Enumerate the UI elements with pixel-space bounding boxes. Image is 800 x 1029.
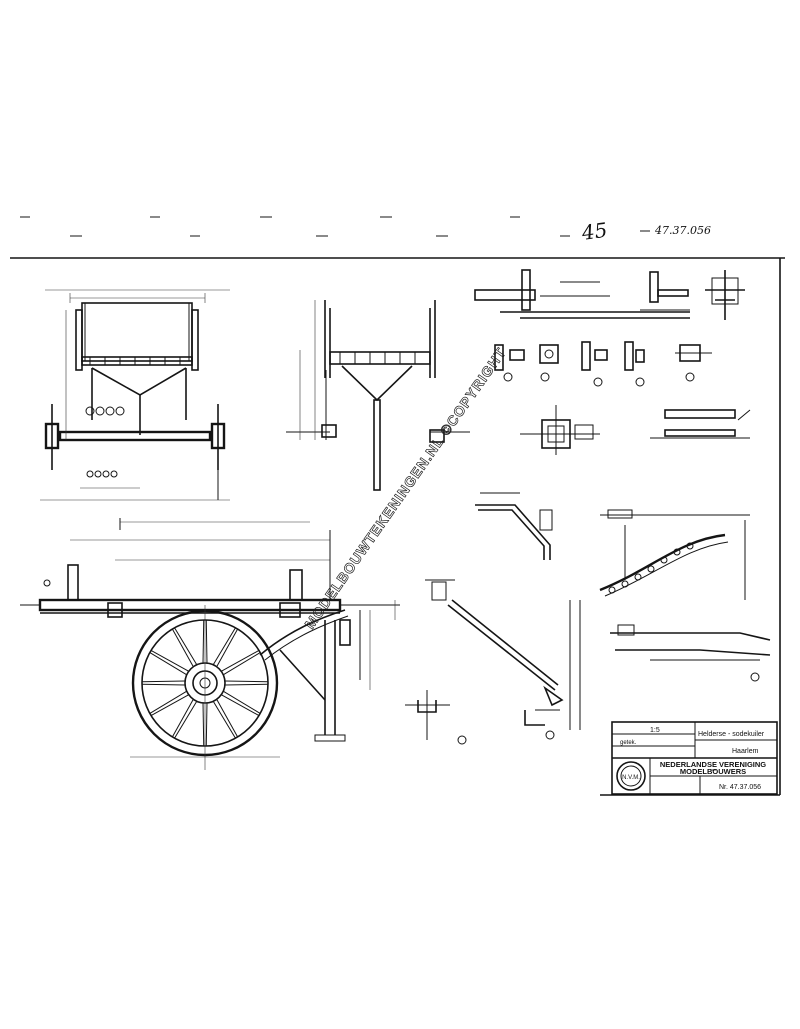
wheel-spoke (220, 649, 260, 672)
wheel (131, 609, 279, 757)
drawing-frame (10, 257, 785, 796)
wheel-spoke (224, 680, 268, 683)
wheel-spoke (171, 628, 194, 668)
front-view (40, 289, 230, 501)
subject-text: Helderse - sodekuiler (698, 731, 765, 738)
wheel-spoke (174, 700, 198, 739)
cross-section-view (286, 300, 470, 491)
wheel-spoke (202, 702, 205, 746)
wheel-spoke (149, 652, 188, 676)
wheel-spoke (142, 680, 186, 683)
scale-label: 1:5 (650, 727, 660, 734)
place-text: Haarlem (732, 748, 759, 755)
wheel-spoke (212, 700, 236, 739)
wheel-spoke (212, 627, 236, 666)
organization-connector: van (710, 767, 716, 772)
wheel-spoke (171, 698, 194, 738)
wheel-spoke (216, 628, 239, 668)
wheel-spoke (222, 652, 261, 676)
wheel-spoke (202, 620, 205, 664)
sheet-edge-marks (20, 216, 570, 237)
wheel-spoke (149, 690, 188, 714)
shaft-detail (405, 579, 564, 745)
sheet-number: 45 (579, 218, 609, 245)
seal-text: N.V.M. (622, 775, 640, 781)
wheel-spoke (222, 690, 261, 714)
wheel-spoke (150, 694, 190, 717)
strut-details (475, 492, 771, 730)
drawing-number-title: Nr. 47.37.056 (719, 784, 761, 791)
wheel-spoke (205, 702, 208, 746)
wheel-spoke (142, 683, 186, 686)
wheel-spoke (220, 694, 260, 717)
title-block: 1:5 getek. Helderse - sodekuiler Haarlem… (611, 721, 778, 795)
organization-line2: MODELBOUWERS (680, 767, 746, 776)
wheel-spoke (174, 627, 198, 666)
wheel-spoke (150, 649, 190, 672)
drawing-number-header: 47.37.056 (654, 224, 711, 237)
drawn-by-label: getek. (620, 740, 637, 746)
wheel-spoke (205, 620, 208, 664)
organization-line1: NEDERLANDSE VERENIGING (660, 760, 766, 769)
wheel-spoke (224, 683, 268, 686)
wheel-spoke (216, 698, 239, 738)
copyright-watermark: MODELBOUWTEKENINGEN.NL ©COPYRIGHT (301, 345, 509, 632)
detail-parts (474, 269, 751, 455)
side-elevation-view (20, 518, 400, 770)
association-seal: N.V.M. (616, 761, 646, 791)
